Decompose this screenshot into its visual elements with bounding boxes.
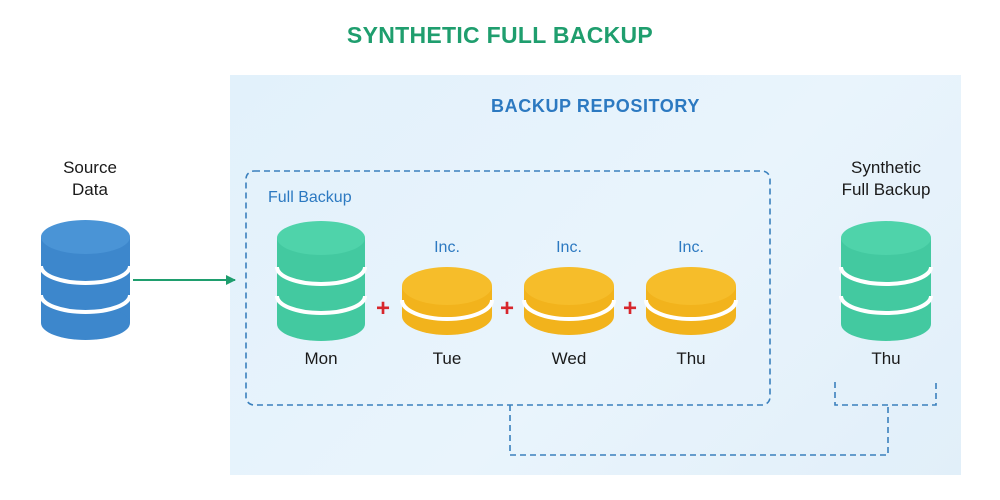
inc-label-wed: Inc. — [556, 239, 582, 256]
diagram-title: SYNTHETIC FULL BACKUP — [346, 22, 654, 48]
inc-label-thu: Inc. — [678, 239, 704, 256]
plus-sign-1: + — [376, 295, 390, 322]
day-label-wed: Wed — [551, 349, 587, 368]
incremental-thu-disk-icon — [644, 267, 738, 335]
incremental-wed-disk-icon — [522, 267, 616, 335]
synthetic-label-line1: Synthetic — [851, 158, 921, 177]
source-label-line1: Source — [63, 158, 117, 177]
plus-sign-3: + — [623, 295, 637, 322]
inc-label-tue: Inc. — [434, 239, 460, 256]
source-label-line2: Data — [72, 180, 108, 199]
synthetic-bracket — [834, 382, 937, 406]
plus-sign-2: + — [500, 295, 514, 322]
source-data-label: Source Data — [40, 157, 140, 201]
day-label-tue: Tue — [432, 349, 462, 368]
source-database-icon — [39, 220, 132, 340]
synthetic-full-backup-database-icon — [839, 221, 933, 341]
day-label-synthetic-thu: Thu — [871, 349, 901, 368]
day-label-thu: Thu — [676, 349, 706, 368]
synthesis-connector — [509, 405, 889, 456]
day-label-mon: Mon — [304, 349, 338, 368]
full-backup-label: Full Backup — [268, 189, 352, 206]
incremental-tue-disk-icon — [400, 267, 494, 335]
backup-chain-group — [245, 170, 771, 406]
backup-repository-title: BACKUP REPOSITORY — [491, 96, 700, 116]
synthetic-label-line2: Full Backup — [841, 180, 931, 199]
full-backup-database-icon — [275, 221, 367, 341]
synthetic-full-backup-label: Synthetic Full Backup — [816, 157, 956, 201]
